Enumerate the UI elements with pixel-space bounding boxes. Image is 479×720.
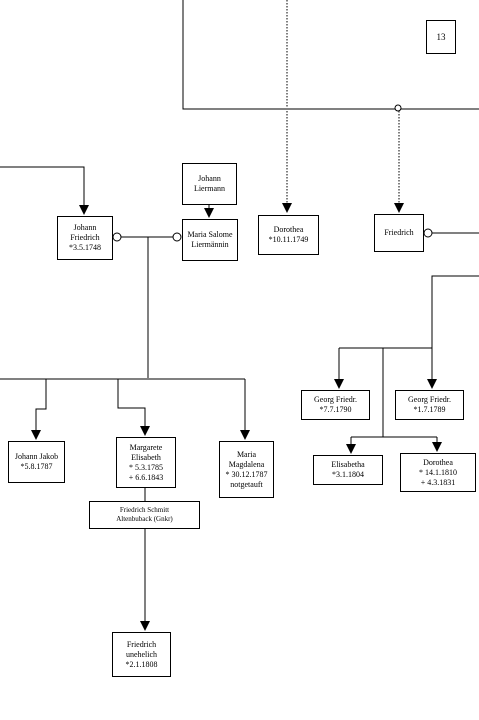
top-frame-line [182, 0, 479, 110]
line-2: Elisabeth [131, 452, 161, 462]
line-1: Georg Friedr. [314, 395, 357, 404]
marriage-ring-friedrich [423, 228, 433, 238]
line-3: * 5.3.1785 [129, 462, 163, 472]
person-johann-jakob[interactable]: Johann Jakob *5.8.1787 [8, 441, 65, 483]
line-to-margarete [117, 379, 150, 436]
line-2: *3.1.1804 [332, 470, 364, 479]
line-2: unehelich [125, 649, 158, 659]
line-4: + 6.6.1843 [128, 472, 164, 482]
line-to-johann-jakob [31, 379, 47, 440]
marker-ring-top [394, 104, 402, 112]
line-3: *3.5.1748 [69, 243, 101, 252]
line-1: Georg Friedr. [408, 395, 451, 404]
person-maria-salome[interactable]: Maria Salome Liermännin [182, 219, 238, 261]
line-2: Liermännin [191, 240, 229, 249]
line-1: Friedrich [126, 639, 157, 649]
person-dorothea-1810[interactable]: Dorothea * 14.1.1810 + 4.3.1831 [400, 453, 476, 492]
line-1: Johann [73, 223, 97, 232]
page-number: 13 [436, 32, 446, 42]
person-dorothea-1749[interactable]: Dorothea *10.11.1749 [258, 215, 319, 255]
line-1: Margarete [129, 442, 163, 452]
line-3: * 30.12.1787 [225, 469, 268, 479]
line-1: Friedrich Schmitt [119, 506, 170, 514]
line-2: * 14.1.1810 [419, 467, 457, 477]
marriage-ring-left [112, 232, 122, 242]
line-1: Johann Jakob [14, 452, 59, 461]
line-1: Johann [198, 174, 221, 183]
person-friedrich-unehelich[interactable]: Friedrich unehelich *2.1.1808 [112, 632, 171, 677]
marriage-ring-right [172, 232, 182, 242]
person-elisabetha[interactable]: Elisabetha *3.1.1804 [313, 455, 383, 485]
line-2: *5.8.1787 [20, 462, 53, 471]
line-2: *10.11.1749 [268, 235, 309, 244]
line-2: *1.7.1789 [413, 405, 446, 414]
line-1: Maria [236, 449, 257, 459]
line-2: *7.7.1790 [319, 405, 352, 414]
line-to-johann-friedrich [0, 166, 89, 215]
line-3: + 4.3.1831 [420, 477, 456, 487]
person-johann-liermann[interactable]: Johann Liermann [182, 163, 237, 205]
person-johann-friedrich[interactable]: Johann Friedrich *3.5.1748 [57, 216, 113, 260]
line-2: Magdalena [228, 459, 265, 469]
person-maria-magdalena[interactable]: Maria Magdalena * 30.12.1787 notgetauft [219, 441, 274, 498]
line-2: Altenbuback (Gnkr) [116, 515, 173, 523]
line-2: Friedrich [70, 233, 100, 242]
person-margarete-elisabeth[interactable]: Margarete Elisabeth * 5.3.1785 + 6.6.184… [116, 437, 176, 488]
person-friedrich[interactable]: Friedrich [374, 214, 424, 252]
person-georg-1789[interactable]: Georg Friedr. *1.7.1789 [395, 390, 464, 420]
line-4: notgetauft [230, 479, 263, 489]
line-1: Dorothea [273, 225, 304, 234]
line-1: Maria Salome [187, 230, 233, 239]
line-2: Liermann [193, 184, 226, 193]
person-friedrich-schmitt[interactable]: Friedrich Schmitt Altenbuback (Gnkr) [89, 501, 200, 529]
line-3: *2.1.1808 [125, 659, 158, 669]
right-trunk [427, 275, 479, 389]
line-1: Dorothea [423, 457, 453, 467]
page-number-box: 13 [426, 20, 456, 54]
line-1: Elisabetha [331, 460, 365, 469]
line-1: Friedrich [384, 228, 414, 237]
person-georg-1790[interactable]: Georg Friedr. *7.7.1790 [301, 390, 370, 420]
